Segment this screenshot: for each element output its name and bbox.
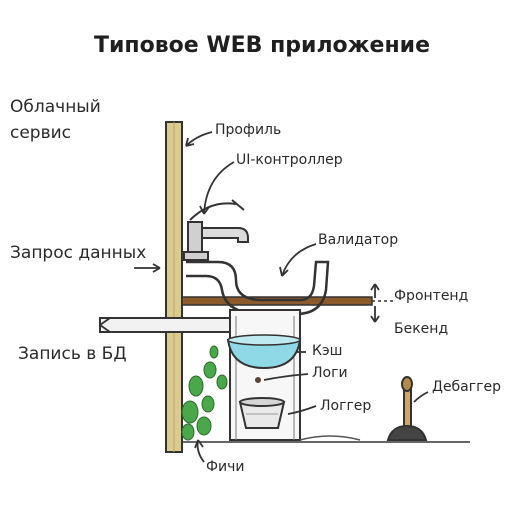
label-data-request: Запрос данных: [10, 243, 147, 263]
label-features: Фичи: [206, 459, 245, 475]
label-cache: Кэш: [312, 343, 343, 359]
sink: [186, 260, 330, 316]
plunger: [386, 376, 428, 441]
faucet: [183, 199, 249, 261]
label-debugger: Дебаггер: [432, 379, 501, 395]
drip: [255, 377, 261, 383]
label-cloud-line2: сервис: [10, 123, 72, 143]
bugs: [181, 345, 228, 441]
label-logger: Логгер: [320, 398, 372, 414]
label-cloud-line1: Облачный: [10, 97, 101, 117]
label-frontend: Фронтенд: [394, 288, 469, 304]
arrows: [99, 131, 429, 463]
cache-bowl: [226, 334, 302, 370]
logger-bucket: [238, 397, 286, 429]
label-backend: Бекенд: [394, 321, 449, 337]
label-validator: Валидатор: [318, 232, 399, 248]
label-logs: Логи: [312, 365, 348, 381]
page-title: Типовое WEB приложение: [94, 33, 431, 58]
label-profile: Профиль: [215, 122, 282, 138]
label-ui-controller: UI-контроллер: [236, 152, 343, 168]
label-db-write: Запись в БД: [18, 344, 127, 364]
